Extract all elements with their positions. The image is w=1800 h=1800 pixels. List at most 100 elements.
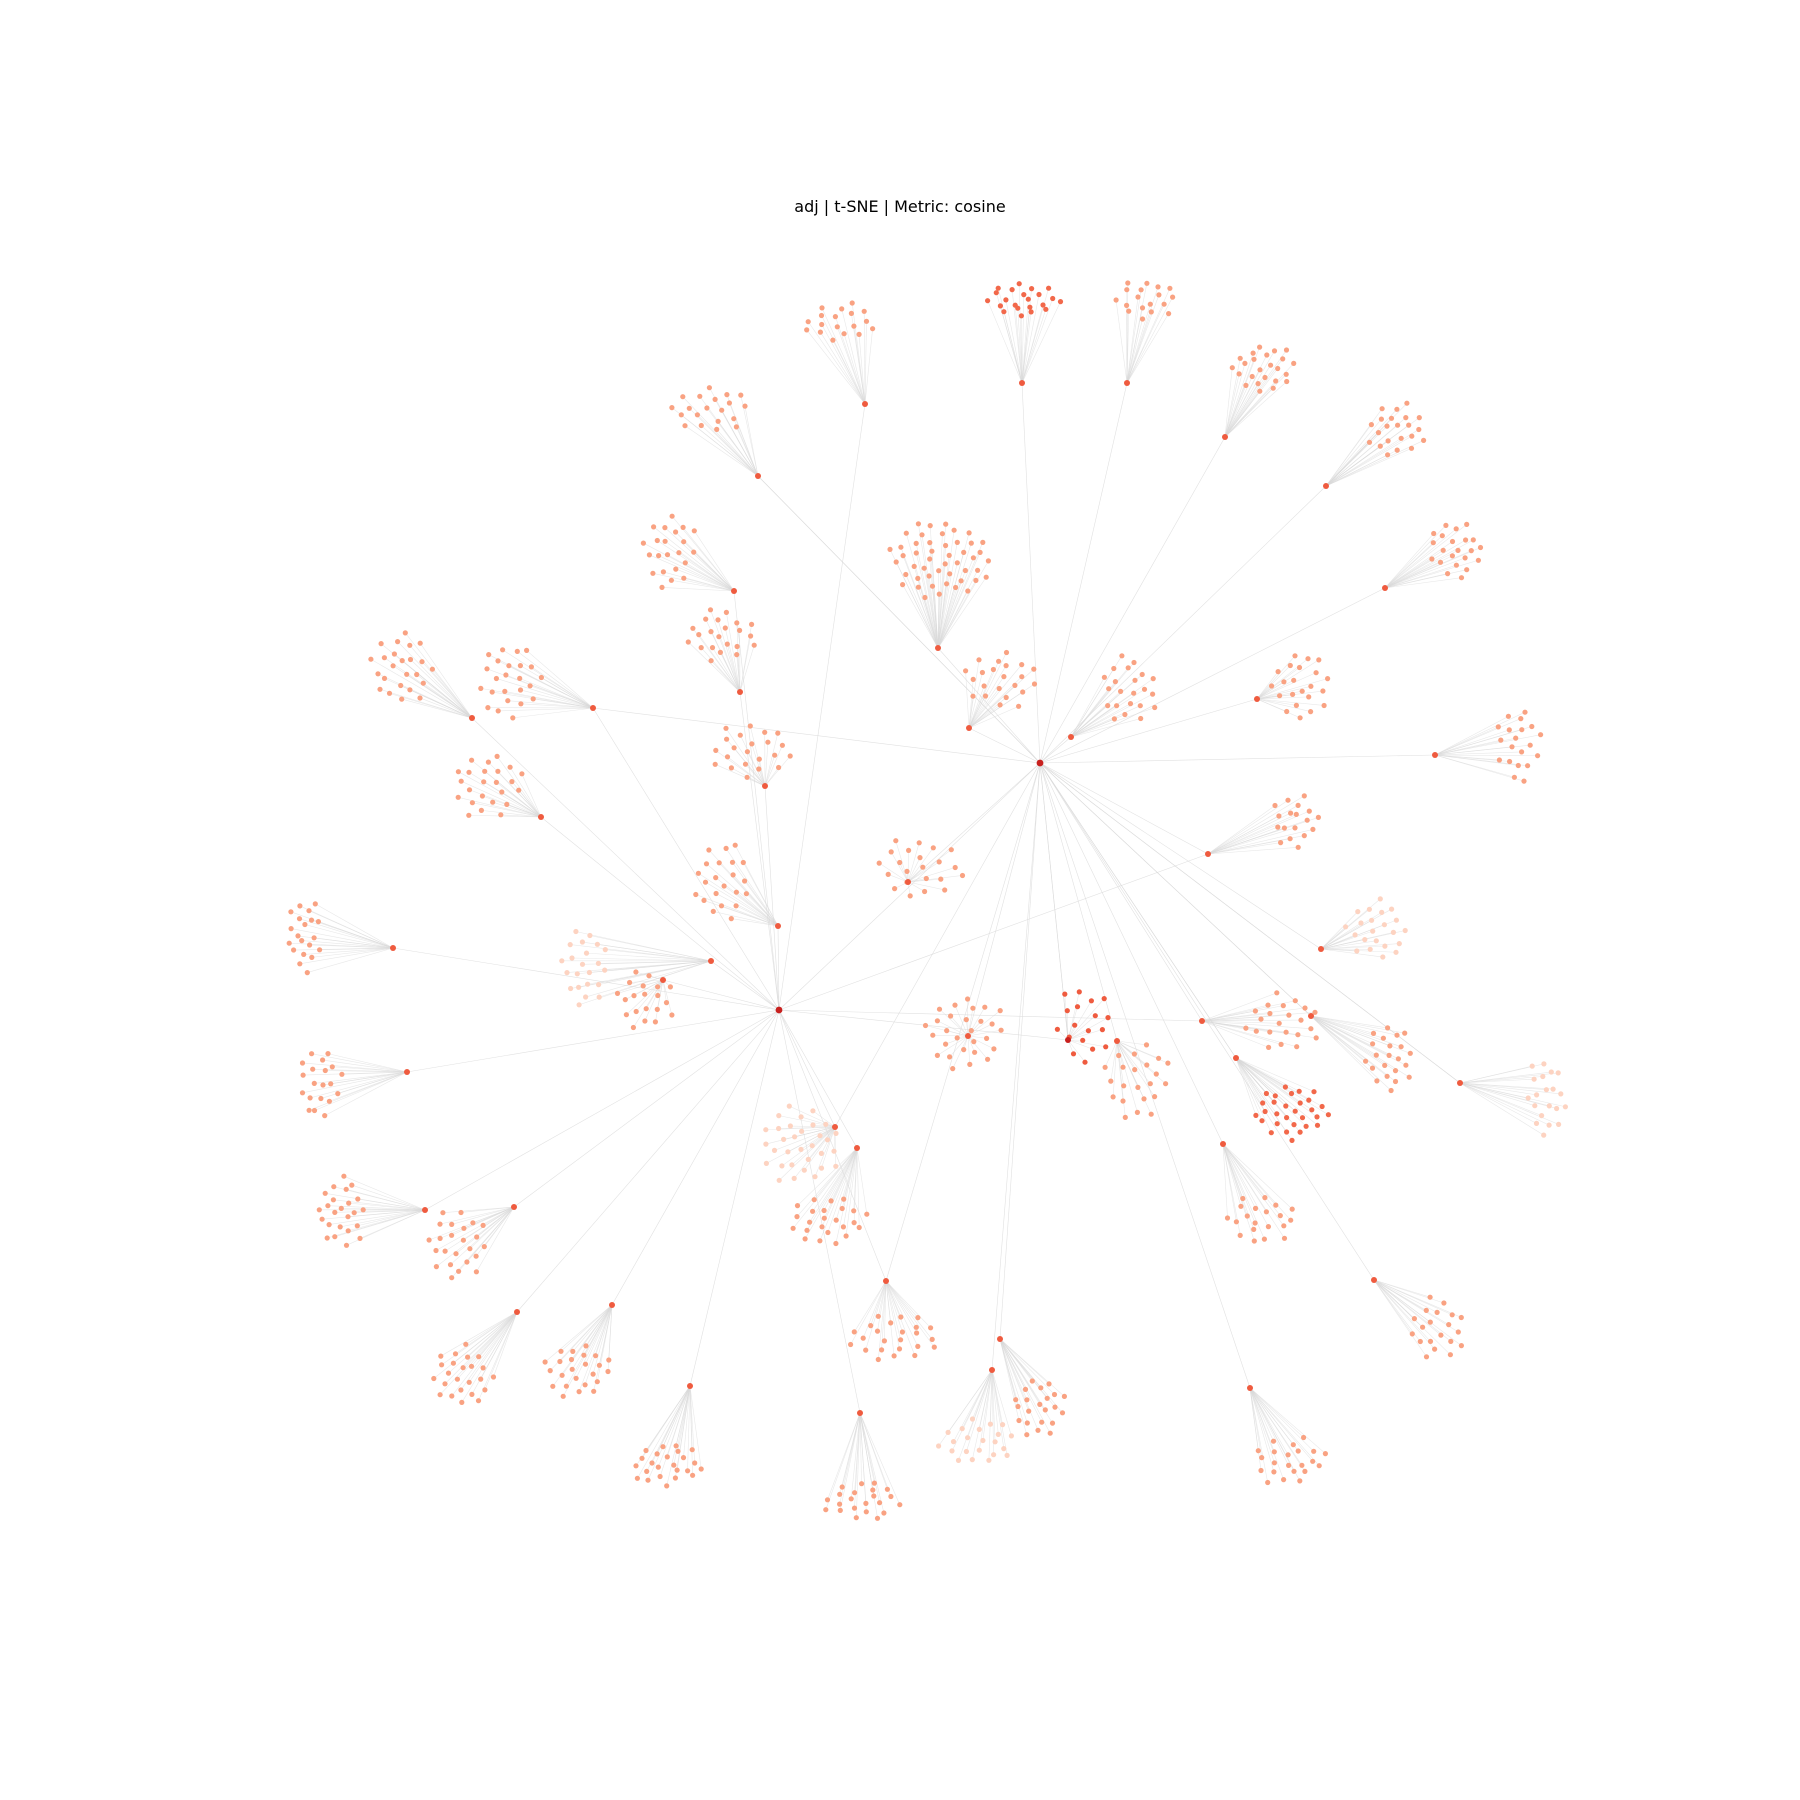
leaf-edge bbox=[1235, 1057, 1293, 1141]
leaf-node bbox=[1404, 400, 1410, 406]
cluster-hub-node bbox=[935, 645, 941, 651]
leaf-edge bbox=[999, 1338, 1028, 1435]
leaf-node bbox=[1325, 676, 1331, 682]
leaf-node bbox=[517, 687, 524, 693]
leaf-node bbox=[996, 658, 1002, 664]
leaf-edge bbox=[1201, 1007, 1306, 1022]
leaf-edge bbox=[885, 1280, 903, 1333]
leaf-edge bbox=[662, 1385, 691, 1447]
leaf-node bbox=[824, 1137, 831, 1143]
leaf-node bbox=[703, 861, 710, 867]
leaf-edge bbox=[1325, 417, 1420, 487]
leaf-node bbox=[1373, 1052, 1379, 1058]
leaf-node bbox=[690, 1472, 696, 1478]
leaf-edge bbox=[1325, 418, 1382, 487]
leaf-node bbox=[888, 1320, 894, 1326]
leaf-edge bbox=[854, 1280, 887, 1333]
leaf-node bbox=[1039, 1419, 1045, 1425]
leaf-node bbox=[500, 647, 506, 653]
leaf-edge bbox=[1021, 294, 1025, 384]
leaf-node bbox=[1288, 1090, 1295, 1097]
leaf-node bbox=[913, 1324, 919, 1330]
leaf-node bbox=[547, 1368, 553, 1374]
leaf-edge bbox=[864, 321, 867, 405]
leaf-edge bbox=[1201, 1018, 1261, 1022]
hub-edge bbox=[778, 1009, 887, 1282]
leaf-node bbox=[1236, 371, 1242, 377]
leaf-edge bbox=[1116, 1040, 1151, 1084]
leaf-edge bbox=[319, 947, 394, 951]
leaf-edge bbox=[301, 940, 394, 949]
leaf-edge bbox=[1459, 1078, 1535, 1084]
leaf-node bbox=[893, 838, 899, 844]
leaf-node bbox=[833, 1163, 839, 1169]
leaf-node bbox=[407, 687, 413, 693]
leaf-node bbox=[821, 1215, 827, 1221]
cluster-hub-node bbox=[731, 588, 737, 594]
leaf-node bbox=[676, 550, 682, 556]
leaf-edge bbox=[442, 1206, 515, 1213]
leaf-edge bbox=[1207, 829, 1313, 855]
cluster-hub-node bbox=[538, 814, 544, 820]
leaf-node bbox=[1303, 1123, 1309, 1129]
leaf-node bbox=[669, 513, 675, 519]
leaf-node bbox=[573, 928, 579, 935]
leaf-node bbox=[449, 1393, 455, 1399]
leaf-node bbox=[1044, 1395, 1050, 1401]
leaf-node bbox=[965, 996, 971, 1002]
leaf-edge bbox=[968, 652, 1007, 729]
leaf-node bbox=[1354, 948, 1360, 954]
leaf-edge bbox=[835, 316, 866, 405]
leaf-node bbox=[1283, 347, 1290, 353]
leaf-node bbox=[1111, 716, 1117, 722]
leaf-edge bbox=[461, 1311, 518, 1403]
leaf-node bbox=[1001, 1446, 1007, 1452]
leaf-edge bbox=[520, 703, 594, 709]
leaf-node bbox=[963, 1017, 969, 1023]
leaf-node bbox=[1311, 1448, 1317, 1454]
leaf-node bbox=[809, 1143, 815, 1149]
leaf-node bbox=[630, 1024, 637, 1031]
leaf-edge bbox=[688, 641, 741, 693]
hub-edge bbox=[406, 1009, 780, 1073]
leaf-node bbox=[969, 1457, 975, 1463]
leaf-node bbox=[1134, 1109, 1140, 1115]
leaf-edge bbox=[493, 1311, 518, 1378]
leaf-node bbox=[970, 693, 976, 699]
leaf-edge bbox=[907, 847, 934, 883]
leaf-edge bbox=[1070, 693, 1153, 738]
leaf-node bbox=[728, 765, 735, 771]
leaf-node bbox=[702, 879, 709, 885]
leaf-edge bbox=[646, 1385, 691, 1472]
leaf-node bbox=[583, 1343, 589, 1349]
leaf-node bbox=[669, 1012, 675, 1018]
leaf-node bbox=[1293, 702, 1299, 709]
leaf-edge bbox=[932, 1034, 969, 1037]
leaf-node bbox=[1284, 708, 1290, 715]
leaf-edge bbox=[1116, 1040, 1166, 1084]
leaf-node bbox=[1119, 653, 1125, 659]
leaf-node bbox=[1315, 814, 1321, 821]
leaf-edge bbox=[1070, 718, 1141, 738]
leaf-node bbox=[1398, 1044, 1404, 1050]
leaf-edge bbox=[1201, 1010, 1256, 1022]
leaf-node bbox=[466, 1379, 472, 1385]
leaf-node bbox=[1062, 991, 1068, 997]
leaf-node bbox=[982, 1004, 988, 1010]
leaf-node bbox=[1036, 291, 1042, 298]
leaf-node bbox=[716, 860, 722, 866]
leaf-node bbox=[861, 308, 867, 314]
leaf-edge bbox=[657, 540, 735, 592]
leaf-edge bbox=[1256, 696, 1309, 700]
leaf-edge bbox=[797, 1147, 858, 1206]
leaf-node bbox=[907, 893, 913, 899]
leaf-edge bbox=[907, 867, 956, 883]
leaf-edge bbox=[526, 650, 594, 709]
leaf-edge bbox=[1434, 754, 1525, 782]
leaf-edge bbox=[303, 947, 394, 955]
leaf-edge bbox=[671, 407, 759, 477]
leaf-node bbox=[495, 658, 501, 664]
leaf-edge bbox=[327, 1205, 426, 1211]
leaf-edge bbox=[793, 1126, 836, 1179]
leaf-node bbox=[968, 1028, 974, 1034]
